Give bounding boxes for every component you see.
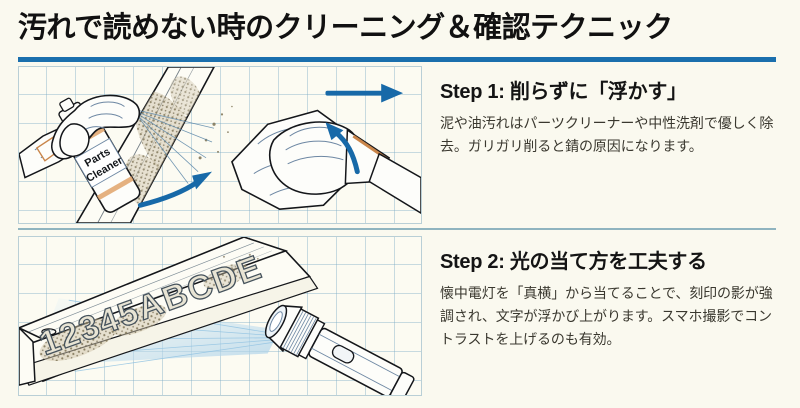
step-2-row: 12345ABCDE [0,236,800,396]
spray-mist [138,110,215,184]
step-1-body: 泥や油汚れはパーツクリーナーや中性洗剤で優しく除去。ガリガリ削ると錆の原因になり… [440,115,774,154]
step-2-text-column: Step 2: 光の当て方を工夫する 懐中電灯を「真横」から当てることで、刻印の… [440,250,784,351]
metal-frame-rail: 12345ABCDE [19,237,319,386]
row-separator [18,228,776,230]
page-title: 汚れで読めない時のクリーニング＆確認テクニック [18,12,673,44]
direction-arrow-up [332,129,360,175]
direction-arrow-up-head [325,122,344,141]
direction-arrow-right [325,83,404,103]
step-1-heading: Step 1: 削らずに「浮かす」 [440,81,687,103]
gloved-hand-with-cloth [231,109,421,214]
title-underline-rule [18,57,776,62]
step-1-row: Parts Cleaner [0,66,800,224]
step-2-body: 懐中電灯を「真横」から当てることで、刻印の影が強調され、文字が浮かび上がります。… [440,285,773,347]
gloved-hand-holding-spray-can: Parts Cleaner [19,94,141,213]
flashlight [264,304,415,395]
step-1-text-column: Step 1: 削らずに「浮かす」 泥や油汚れはパーツクリーナーや中性洗剤で優し… [440,80,784,158]
step-2-illustration-panel: 12345ABCDE [18,236,422,396]
direction-arrow-up-right-head [192,171,213,190]
step-1-illustration-panel: Parts Cleaner [18,66,422,224]
direction-arrow-up-right [137,179,201,208]
step-2-heading: Step 2: 光の当て方を工夫する [440,251,707,273]
